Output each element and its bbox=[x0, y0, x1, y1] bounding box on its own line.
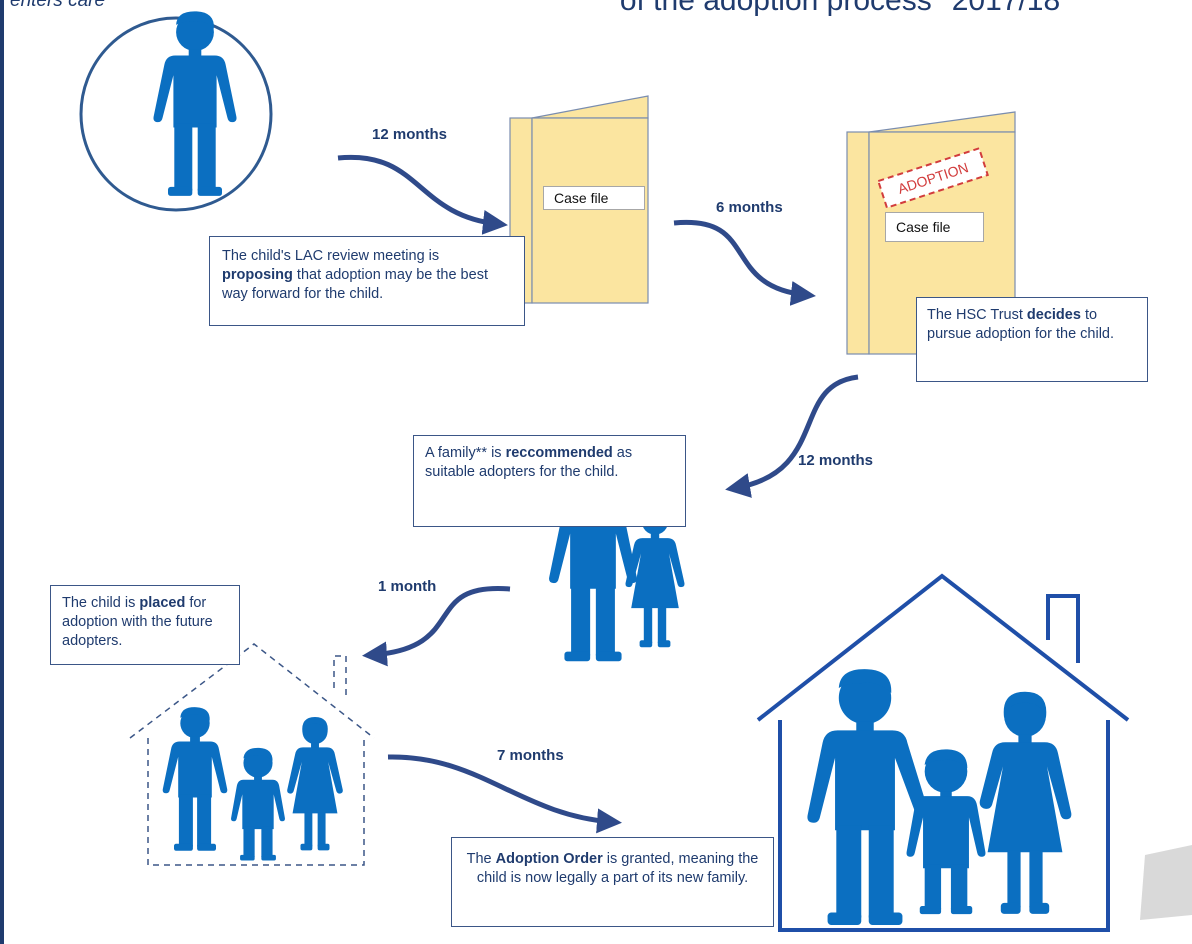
step-box-recommended: A family** is reccommended as suitable a… bbox=[413, 435, 686, 527]
case-file-label-1: Case file bbox=[543, 186, 645, 210]
duration-5: 7 months bbox=[497, 747, 564, 764]
step-4-post: for adoption with the future adopters. bbox=[62, 595, 213, 649]
arrow-5 bbox=[387, 754, 622, 834]
step-box-placed: The child is placed for adoption with th… bbox=[50, 585, 240, 665]
enters-care-label: enters care bbox=[10, 0, 106, 11]
step-4-pre: The child is bbox=[62, 595, 140, 611]
adopter-woman-icon bbox=[625, 505, 685, 648]
step-2-pre: The HSC Trust bbox=[927, 307, 1027, 323]
page-title: of the adoption process* 2017/18 bbox=[560, 0, 1120, 18]
case-file-label-2: Case file bbox=[885, 212, 984, 242]
step-4-strong: placed bbox=[139, 595, 186, 611]
step-1-strong: proposing bbox=[222, 267, 293, 283]
placed-woman-icon bbox=[287, 717, 343, 851]
step-1-post: that adoption may be the best way forwar… bbox=[222, 267, 488, 302]
step-3-post: as suitable adopters for the child. bbox=[425, 445, 633, 480]
arrow-2 bbox=[673, 219, 816, 306]
step-box-decides: The HSC Trust decides to pursue adoption… bbox=[916, 297, 1148, 382]
case-file-folder-1 bbox=[509, 95, 649, 304]
arrow-1 bbox=[337, 154, 508, 235]
left-border bbox=[0, 0, 4, 944]
arrow-4 bbox=[362, 585, 511, 667]
placed-man-icon bbox=[162, 707, 228, 851]
step-3-pre: A family** is bbox=[425, 445, 506, 461]
step-5-pre: The bbox=[466, 851, 496, 867]
step-2-post: to pursue adoption for the child. bbox=[927, 307, 1115, 342]
title-line-2: of the adoption process* 2017/18 bbox=[619, 0, 1061, 17]
step-box-adoption-order: The Adoption Order is granted, meaning t… bbox=[451, 837, 774, 927]
dashed-house bbox=[129, 643, 375, 866]
step-5-strong: Adoption Order bbox=[495, 851, 603, 867]
duration-1: 12 months bbox=[372, 126, 448, 143]
duration-2: 6 months bbox=[716, 199, 783, 216]
step-1-pre: The child's LAC review meeting is bbox=[222, 248, 440, 264]
step-2-strong: decides bbox=[1026, 307, 1081, 323]
step-5-post: is granted, meaning the child is now leg… bbox=[476, 851, 759, 886]
duration-3: 12 months bbox=[798, 452, 874, 469]
arrow-3 bbox=[725, 374, 859, 498]
step-box-proposing: The child's LAC review meeting is propos… bbox=[209, 236, 525, 326]
step-3-strong: reccommended bbox=[505, 445, 613, 461]
placed-child-icon bbox=[231, 747, 285, 861]
duration-4: 1 month bbox=[378, 578, 437, 595]
